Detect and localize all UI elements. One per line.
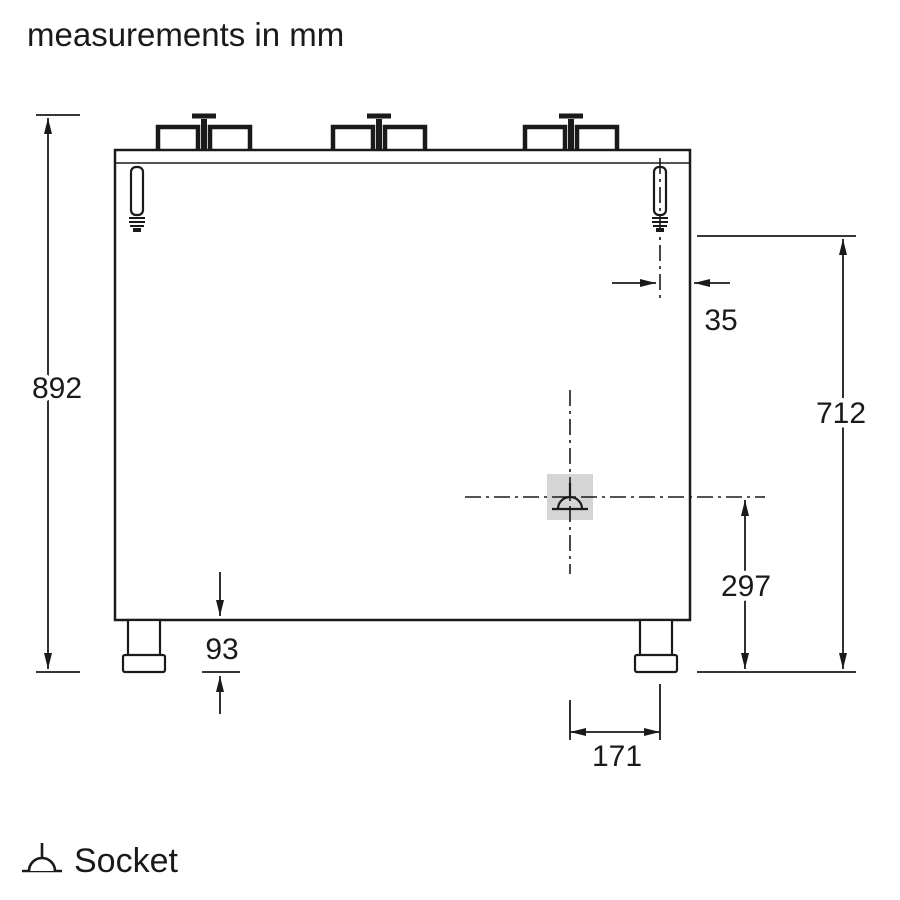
dim-socket-height: 297 <box>716 500 776 669</box>
dim-overall-height-label: 892 <box>32 372 82 405</box>
page-title: measurements in mm <box>27 16 344 53</box>
dim-overall-height: 892 <box>27 114 87 673</box>
socket-legend-label: Socket <box>74 842 178 880</box>
socket-legend-icon <box>22 843 62 873</box>
dim-socket-offset-label: 171 <box>592 740 642 773</box>
dim-gas-connection-offset: 35 <box>612 279 742 342</box>
socket-symbol <box>465 390 765 574</box>
legend: Socket <box>22 842 178 880</box>
right-leg <box>633 618 679 674</box>
burner-grates <box>155 113 620 150</box>
burner-grate-center <box>330 113 428 150</box>
burner-grate-right <box>522 113 620 150</box>
dim-socket-height-label: 297 <box>721 570 771 603</box>
gas-connection-right <box>652 158 668 302</box>
gas-connection-left <box>129 165 145 232</box>
left-leg <box>121 618 167 674</box>
dim-socket-offset: 171 <box>569 684 661 778</box>
dim-plinth-height: 93 <box>201 572 243 714</box>
socket-icon <box>552 483 588 511</box>
dim-gas-connection-offset-label: 35 <box>704 304 737 337</box>
burner-grate-left <box>155 113 253 150</box>
dim-gas-connection-height: 712 <box>697 235 871 673</box>
dim-plinth-height-label: 93 <box>205 633 238 666</box>
dim-gas-connection-height-label: 712 <box>816 397 866 430</box>
cooker-body <box>113 148 692 674</box>
